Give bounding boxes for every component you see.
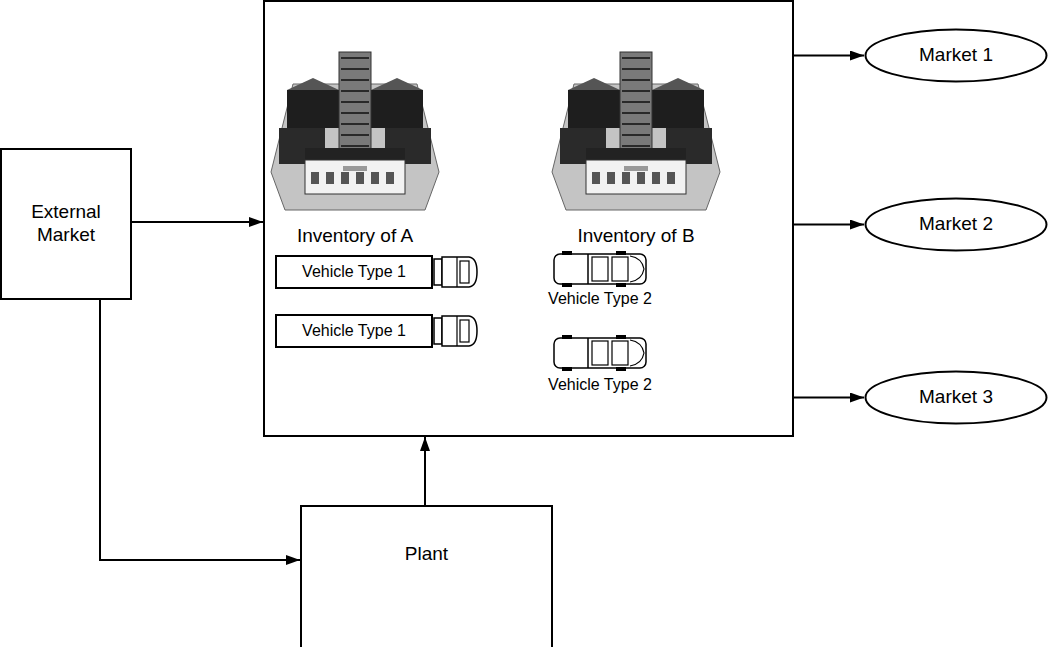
truck-cab — [433, 314, 479, 348]
warehouse-icon: Inventory of A — [265, 22, 445, 248]
caption-text: Vehicle Type 2 — [546, 289, 654, 308]
pickup-drawing — [552, 334, 648, 372]
truck-cab — [433, 255, 479, 289]
market-ellipse: Market 1 — [864, 28, 1048, 83]
market-box: External Market — [0, 148, 132, 300]
flow-arrow — [794, 397, 864, 399]
node-label: Market 2 — [919, 213, 993, 236]
flow-arrow — [794, 224, 864, 226]
warehouse-drawing — [265, 22, 445, 217]
caption-text: Vehicle Type 2 — [546, 375, 654, 394]
node-label: Vehicle Type 1 — [302, 262, 406, 281]
truck-trailer: Vehicle Type 1 — [275, 255, 433, 289]
plant-box: Plant — [300, 505, 553, 647]
flow-arrow — [794, 55, 864, 57]
flow-arrow — [424, 437, 426, 505]
node-label: Vehicle Type 1 — [302, 321, 406, 340]
node-label: External Market — [10, 201, 122, 247]
depot-box: Inventory of A Inventory of B Vehicle Type… — [263, 0, 794, 437]
node-label: Market 3 — [919, 386, 993, 409]
pickup-icon: Vehicle Type 2 — [530, 250, 670, 308]
market-ellipse: Market 2 — [864, 197, 1048, 252]
node-label: Plant — [405, 543, 448, 566]
flow-arrow — [132, 221, 263, 223]
truck-trailer: Vehicle Type 1 — [275, 314, 433, 348]
warehouse-icon: Inventory of B — [546, 22, 726, 248]
pickup-drawing — [552, 250, 648, 288]
caption-text: Inventory of A — [295, 225, 415, 248]
caption-text: Inventory of B — [575, 225, 696, 248]
warehouse-drawing — [546, 22, 726, 217]
market-ellipse: Market 3 — [864, 370, 1048, 425]
node-label: Market 1 — [919, 44, 993, 67]
pickup-icon: Vehicle Type 2 — [530, 334, 670, 394]
